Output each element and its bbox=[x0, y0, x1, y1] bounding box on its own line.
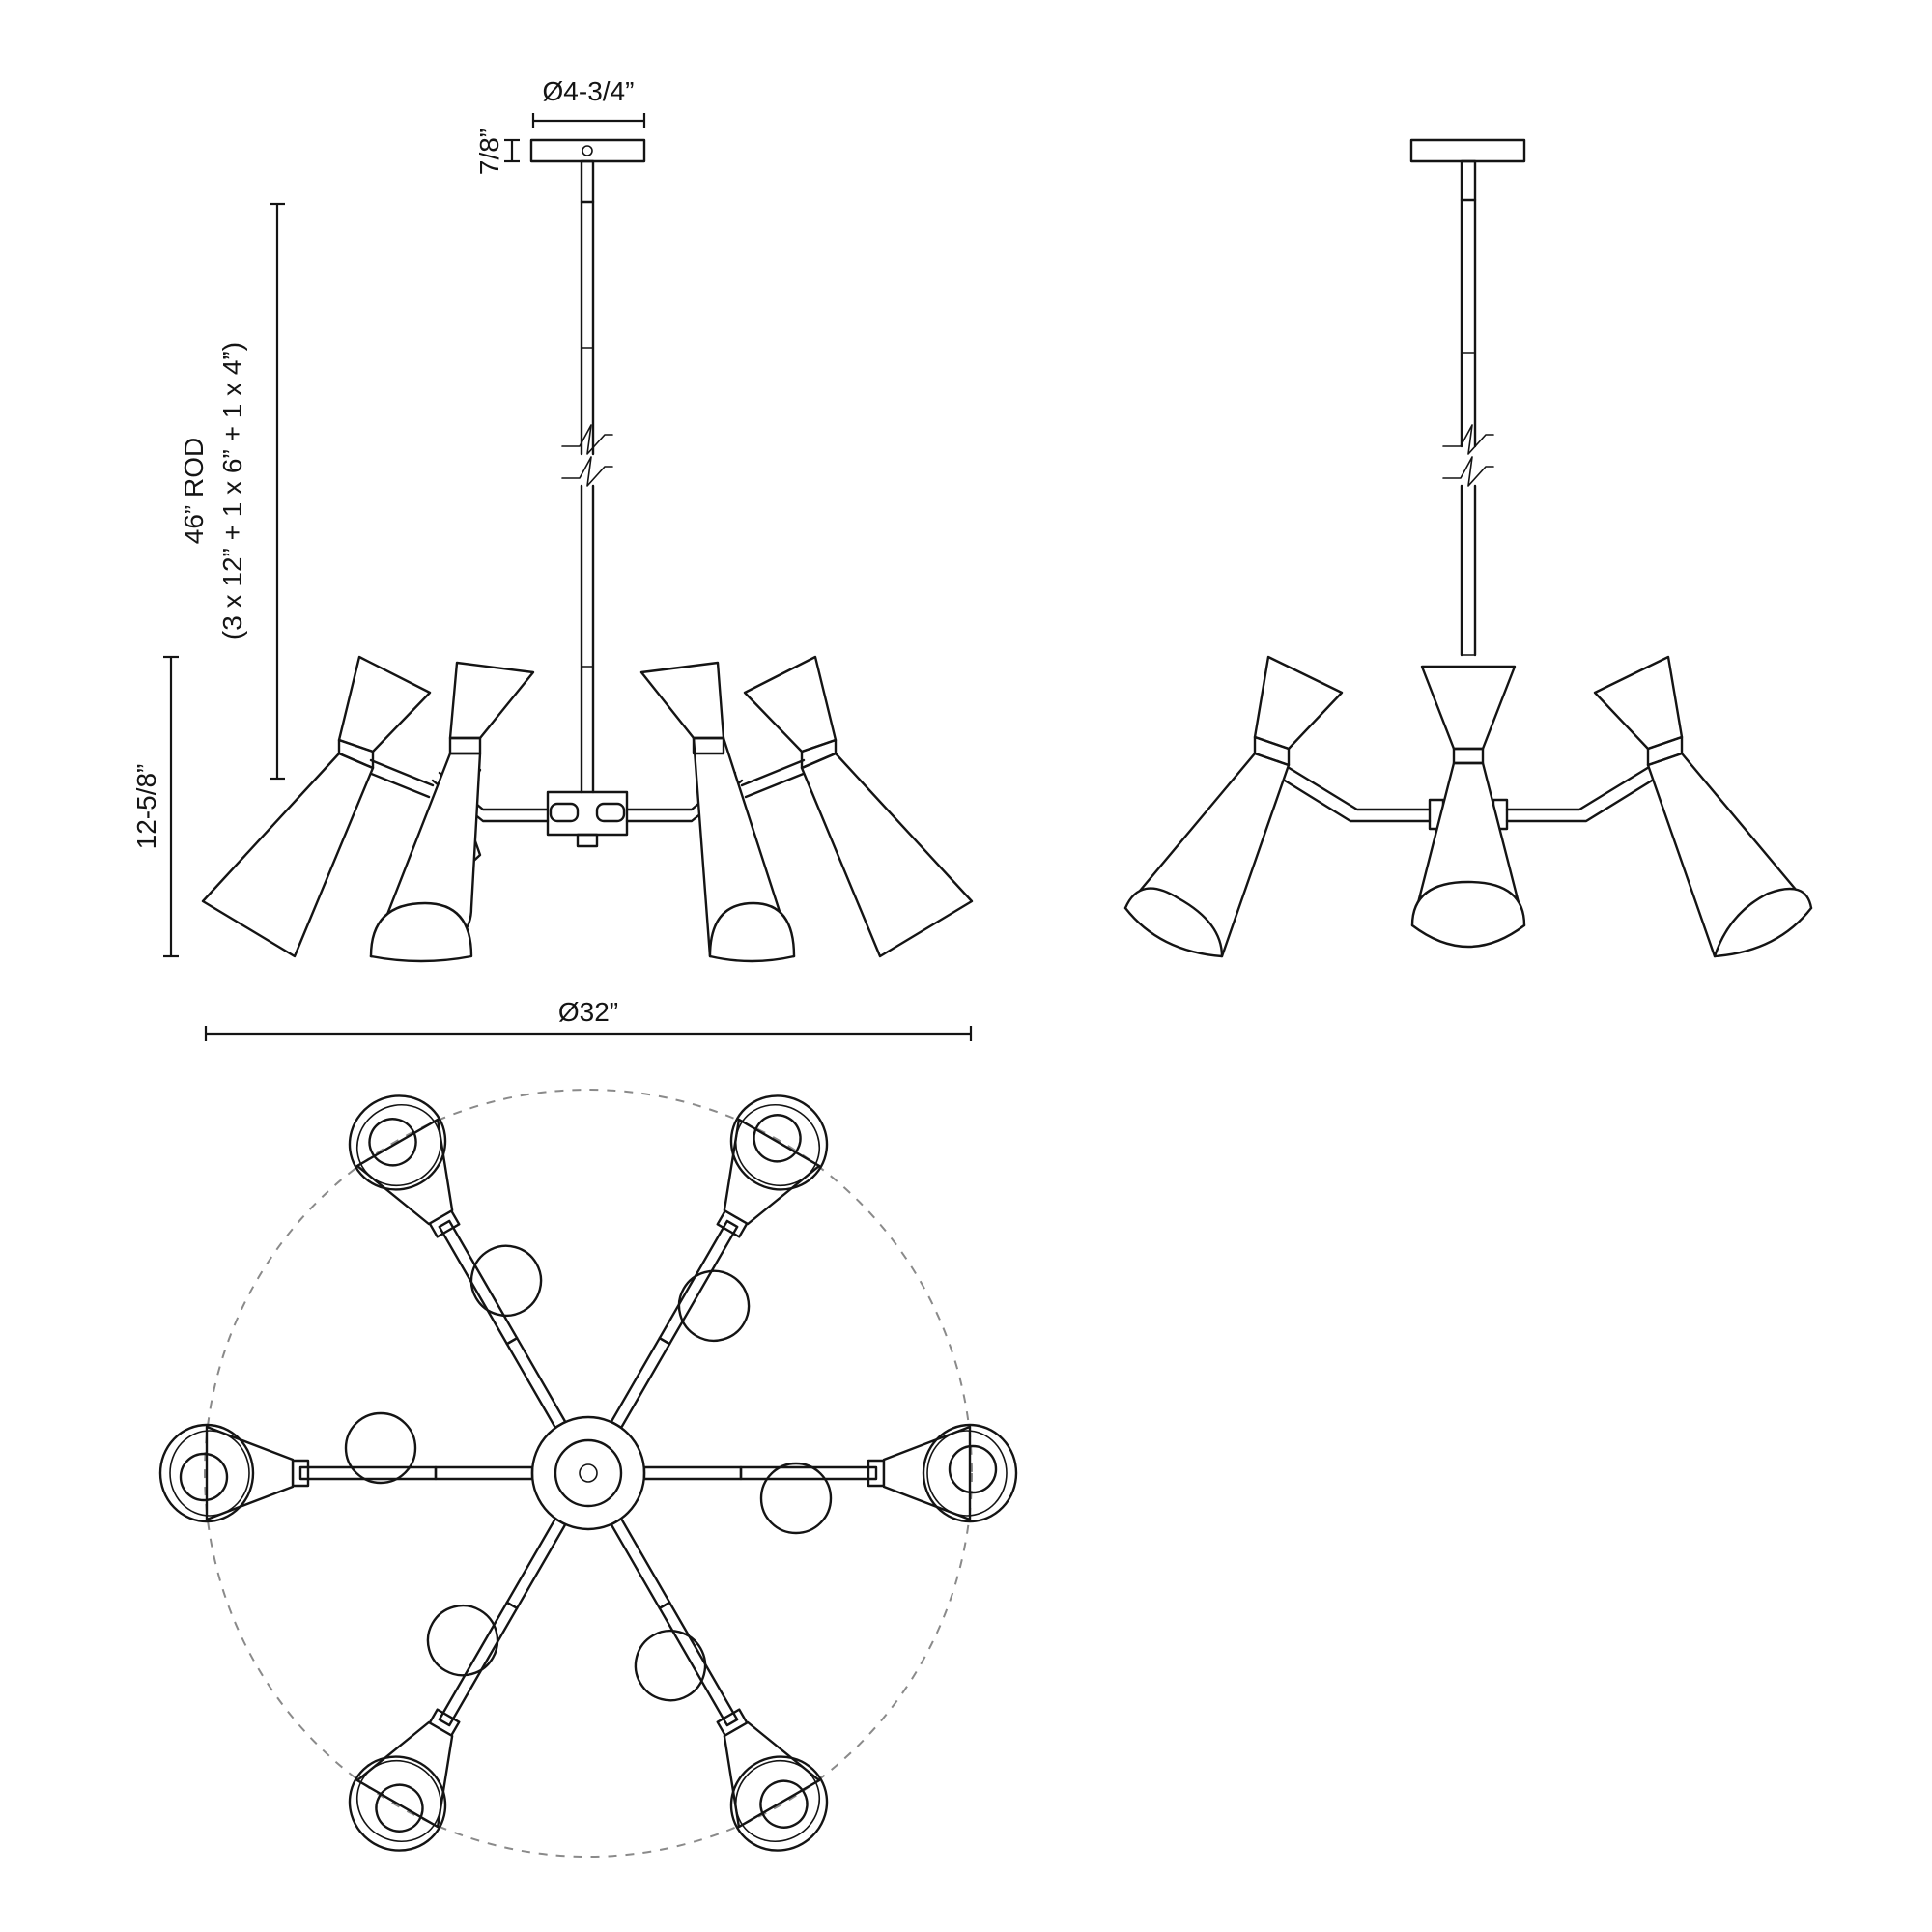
rod-length-label: 46” ROD bbox=[179, 438, 209, 544]
side-view bbox=[1123, 138, 1813, 958]
front-dimensions: Ø4-3/4” 7/8” 46” ROD (3 x 12” + 1 x 6” +… bbox=[131, 76, 973, 1041]
top-footprint-outline bbox=[204, 1089, 973, 1858]
top-arm-3 bbox=[158, 1411, 534, 1523]
top-arm-5 bbox=[610, 1094, 829, 1429]
side-shade-right bbox=[1593, 655, 1813, 958]
side-canopy bbox=[1409, 138, 1526, 202]
dim-fixture-height: 12-5/8” bbox=[131, 655, 179, 958]
top-arms bbox=[158, 1094, 1018, 1852]
front-shade-inner-left bbox=[369, 661, 535, 963]
top-view bbox=[158, 1089, 1018, 1858]
front-canopy bbox=[529, 138, 646, 204]
top-arm-6 bbox=[642, 1423, 1018, 1535]
front-rod-break-symbol bbox=[561, 424, 613, 487]
fixture-height-label: 12-5/8” bbox=[131, 764, 161, 850]
canopy-height-label: 7/8” bbox=[474, 128, 504, 175]
dim-fixture-diameter: Ø32” bbox=[204, 997, 973, 1041]
front-center-hub bbox=[546, 790, 629, 848]
front-view bbox=[201, 138, 974, 963]
front-shade-outer-left bbox=[201, 655, 432, 958]
front-shade-outer-right bbox=[743, 655, 974, 958]
front-downrod bbox=[580, 200, 595, 794]
top-center-hub bbox=[530, 1415, 646, 1531]
top-arm-4 bbox=[348, 1094, 567, 1429]
rod-breakdown-label: (3 x 12” + 1 x 6” + 1 x 4”) bbox=[217, 342, 247, 639]
side-shade-left bbox=[1123, 655, 1344, 958]
dim-canopy-height: 7/8” bbox=[474, 128, 520, 175]
canopy-diameter-label: Ø4-3/4” bbox=[543, 76, 635, 106]
dim-canopy-diameter: Ø4-3/4” bbox=[531, 76, 646, 128]
top-arm-2 bbox=[348, 1518, 567, 1852]
front-shade-inner-right bbox=[639, 661, 796, 963]
side-rod-break-symbol bbox=[1442, 424, 1494, 487]
side-downrod bbox=[1460, 198, 1477, 657]
side-shade-center bbox=[1410, 665, 1526, 949]
dim-rod-length: 46” ROD (3 x 12” + 1 x 6” + 1 x 4”) bbox=[179, 202, 285, 781]
top-arm-1 bbox=[610, 1518, 829, 1852]
fixture-diameter-label: Ø32” bbox=[558, 997, 618, 1027]
